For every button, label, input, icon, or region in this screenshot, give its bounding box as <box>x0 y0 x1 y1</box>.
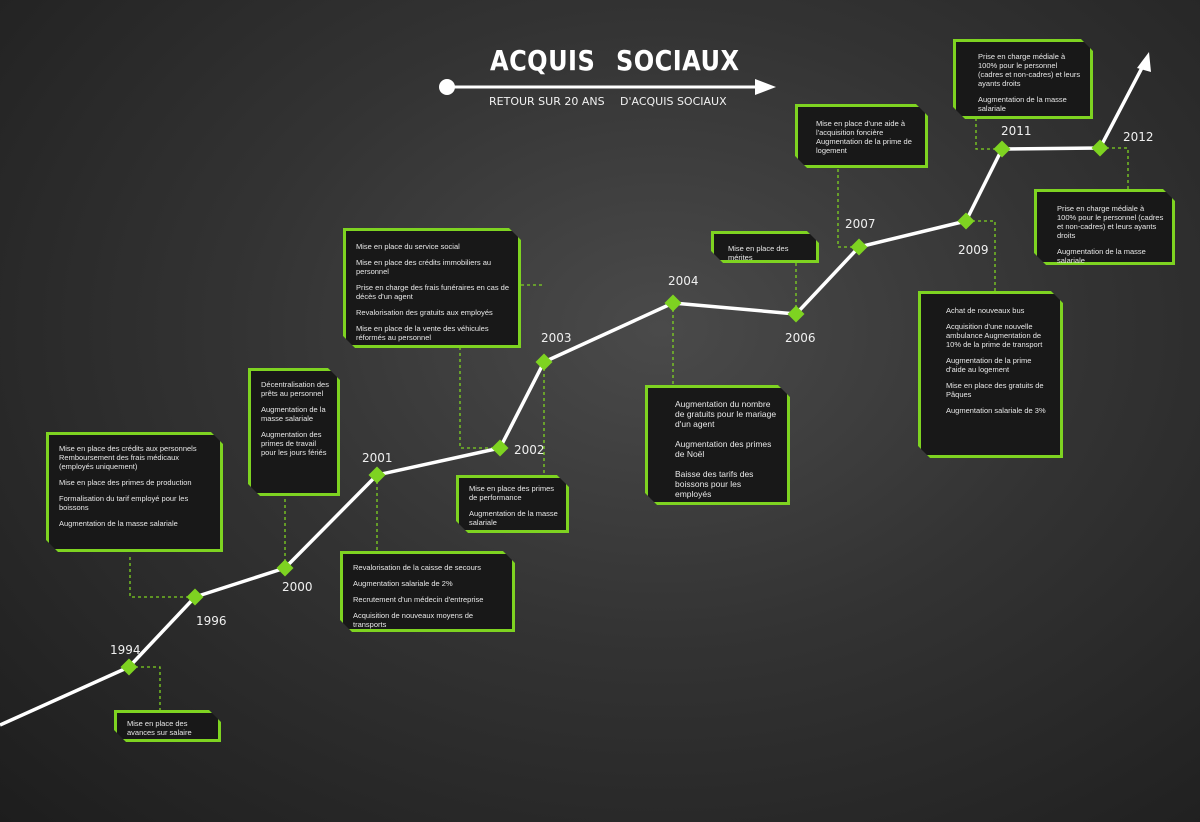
milestone-box-2009: Achat de nouveaux bus Acquisition d'une … <box>918 291 1063 458</box>
node-2011 <box>993 140 1011 158</box>
milestone-item: Prise en charge des frais funéraires en … <box>356 283 509 301</box>
title-word-sociaux: SOCIAUX <box>616 44 740 77</box>
milestone-item: Formalisation du tarif employé pour les … <box>59 494 189 512</box>
milestone-item: Augmentation salariale de 2% <box>353 579 453 588</box>
milestone-box-2012: Prise en charge médiale à 100% pour le p… <box>1034 189 1175 265</box>
year-label-2012: 2012 <box>1123 130 1154 144</box>
milestone-box-2006: Mise en place des mérites <box>711 231 819 263</box>
milestone-item: Augmentation des primes de Noël <box>675 439 772 459</box>
milestone-box-2004: Augmentation du nombre de gratuits pour … <box>645 385 790 505</box>
milestone-item: Prise en charge médiale à 100% pour le p… <box>978 52 1081 88</box>
milestone-item: Prise en charge médiale à 100% pour le p… <box>1057 204 1164 240</box>
connectors <box>129 118 1129 712</box>
milestone-box-2002: Mise en place du service social Mise en … <box>343 228 521 348</box>
milestone-item: Augmentation de la masse salariale <box>59 519 178 528</box>
milestone-box-2007: Mise en place d'une aide à l'acquisition… <box>795 104 928 168</box>
milestone-item: Acquisition d'une nouvelle ambulance Aug… <box>946 322 1043 349</box>
year-label-2002: 2002 <box>514 443 545 457</box>
milestone-item: Mise en place des primes de performance <box>469 484 555 502</box>
connector-2007 <box>837 167 859 248</box>
node-2002 <box>491 439 509 457</box>
milestone-item: Baisse des tarifs des boissons pour les … <box>675 469 754 499</box>
title-arrowhead <box>755 79 776 95</box>
title-arrow-start-dot <box>439 79 455 95</box>
connector-2002 <box>459 348 500 449</box>
node-1994 <box>120 658 138 676</box>
year-label-2000: 2000 <box>282 580 313 594</box>
milestone-item: Mise en place des crédits aux personnels… <box>59 444 197 471</box>
milestone-item: Décentralisation des prêts au personnel <box>261 380 329 398</box>
node-2000 <box>276 559 294 577</box>
milestone-item: Mise en place des avances sur salaire <box>127 719 192 737</box>
milestone-box-2001: Revalorisation de la caisse de secours A… <box>340 551 515 632</box>
timeline-arrowhead <box>1137 52 1151 72</box>
milestone-item: Revalorisation de la caisse de secours <box>353 563 481 572</box>
milestone-item: Augmentation de la prime d'aide au logem… <box>946 356 1032 374</box>
node-1996 <box>186 588 204 606</box>
milestone-item: Augmentation de la masse salariale <box>978 95 1067 113</box>
subtitle-right: D'ACQUIS SOCIAUX <box>620 95 727 108</box>
milestone-item: Mise en place des primes de production <box>59 478 192 487</box>
node-2012 <box>1091 139 1109 157</box>
node-2004 <box>664 294 682 312</box>
subtitle-left: RETOUR SUR 20 ANS <box>489 95 605 108</box>
milestone-item: Augmentation de la masse salariale <box>1057 247 1146 265</box>
node-2003 <box>535 353 553 371</box>
node-2001 <box>368 466 386 484</box>
year-label-1996: 1996 <box>196 614 227 628</box>
year-label-2001: 2001 <box>362 451 393 465</box>
node-2009 <box>957 212 975 230</box>
year-label-2006: 2006 <box>785 331 816 345</box>
year-label-2007: 2007 <box>845 217 876 231</box>
year-label-2009: 2009 <box>958 243 989 257</box>
connector-2011 <box>975 118 1002 150</box>
timeline-line <box>0 61 1147 727</box>
milestone-box-1994: Mise en place des avances sur salaire <box>114 710 221 742</box>
milestone-item: Mise en place d'une aide à l'acquisition… <box>816 119 912 155</box>
milestone-item: Augmentation de la masse salariale <box>469 509 558 527</box>
node-2007 <box>850 238 868 256</box>
milestone-item: Augmentation de la masse salariale <box>261 405 326 423</box>
milestone-box-2011: Prise en charge médiale à 100% pour le p… <box>953 39 1093 119</box>
title-word-acquis: ACQUIS <box>490 44 596 77</box>
node-2006 <box>787 305 805 323</box>
milestone-box-2000: Décentralisation des prêts au personnel … <box>248 368 340 496</box>
connector-1994 <box>129 666 161 712</box>
year-label-2003: 2003 <box>541 331 572 345</box>
milestone-box-2003: Mise en place des primes de performance … <box>456 475 569 533</box>
milestone-item: Mise en place des gratuits de Pâques <box>946 381 1044 399</box>
milestone-item: Mise en place des crédits immobiliers au… <box>356 258 492 276</box>
year-label-2004: 2004 <box>668 274 699 288</box>
connector-1996 <box>129 556 195 598</box>
milestone-item: Augmentation salariale de 3% <box>946 406 1046 415</box>
milestone-item: Recrutement d'un médecin d'entreprise <box>353 595 484 604</box>
milestone-item: Mise en place des mérites <box>728 244 789 262</box>
year-label-2011: 2011 <box>1001 124 1032 138</box>
milestone-item: Revalorisation des gratuits aux employés <box>356 308 493 317</box>
milestone-item: Acquisition de nouveaux moyens de transp… <box>353 611 474 629</box>
milestone-item: Achat de nouveaux bus <box>946 306 1025 315</box>
milestone-item: Augmentation des primes de travail pour … <box>261 430 327 457</box>
year-label-1994: 1994 <box>110 643 141 657</box>
milestone-item: Augmentation du nombre de gratuits pour … <box>675 399 777 429</box>
milestone-item: Mise en place du service social <box>356 242 460 251</box>
milestone-box-1996: Mise en place des crédits aux personnels… <box>46 432 223 552</box>
connector-2012 <box>1100 147 1129 190</box>
timeline-nodes <box>120 139 1109 676</box>
milestone-item: Mise en place de la vente des véhicules … <box>356 324 489 342</box>
